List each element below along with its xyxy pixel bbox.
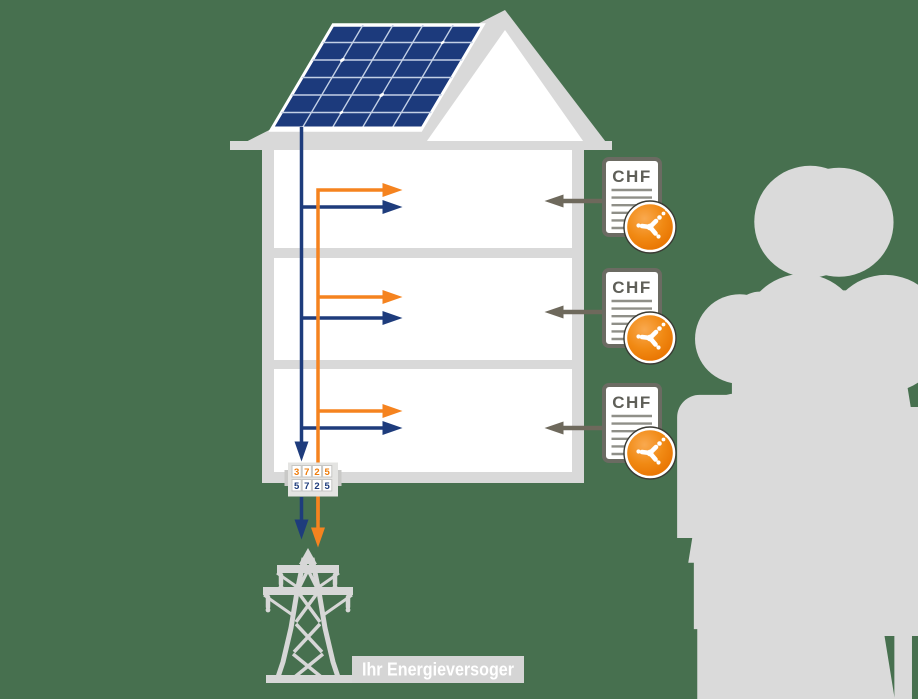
ground-line: [266, 675, 388, 683]
meter-tab-right: [336, 470, 342, 486]
invoice-currency-label: CHF: [612, 167, 651, 186]
house-interior: [274, 150, 572, 472]
production-digit: 2: [314, 467, 319, 478]
house-base: [262, 472, 584, 483]
energy-logo-badge: [623, 311, 677, 365]
invoice-chf-1: CHF: [602, 157, 677, 254]
electricity-meter: 3 7 2 5 5 7 2 5: [284, 462, 342, 497]
insulator-tips: [265, 584, 351, 613]
billing-arrows: [544, 194, 603, 435]
floor-separator-1: [274, 248, 572, 258]
grid-supply-lines: [316, 183, 403, 520]
invoice-chf-2: CHF: [602, 268, 677, 365]
molecule-dots: [636, 208, 668, 239]
house: [230, 10, 918, 699]
consumption-digit: 2: [314, 481, 319, 492]
solar-production-lines: [294, 127, 403, 462]
pylon-lattice: [263, 557, 353, 682]
production-digit: 7: [304, 467, 309, 478]
upper-crossarm: [277, 565, 339, 573]
consumption-digit: 5: [294, 481, 300, 492]
molecule-dots: [636, 434, 668, 465]
energy-logo-badge: [623, 200, 677, 254]
meter-to-grid-arrows: [294, 497, 325, 548]
provider-label-background: [352, 656, 524, 683]
energy-flow-lines: [294, 127, 403, 520]
lower-crossarm: [263, 587, 353, 595]
power-pylon-icon: [263, 548, 388, 683]
consumption-digit: 7: [304, 481, 309, 492]
meter-consumption-register: 5 7 2 5: [291, 479, 333, 492]
solar-panel-icon: [268, 23, 486, 132]
production-digit: 5: [325, 467, 331, 478]
panel-sparkles: [339, 40, 445, 115]
floor-separator-2: [274, 360, 572, 369]
attic-interior: [422, 30, 588, 148]
invoices: CHF CHF: [544, 157, 677, 480]
consumption-digit: 5: [325, 481, 331, 492]
right-wall: [572, 150, 584, 483]
meter-production-register: 3 7 2 5: [291, 465, 333, 478]
insulators: [265, 572, 351, 610]
left-wall: [262, 150, 274, 483]
invoice-currency-label: CHF: [612, 393, 651, 412]
invoice-chf-3: CHF: [602, 383, 677, 480]
molecule-dots: [636, 319, 668, 350]
meter-tab-left: [284, 470, 290, 486]
provider-label-text: Ihr Energieversoger: [362, 660, 514, 680]
production-digit: 3: [294, 467, 299, 478]
invoice-currency-label: CHF: [612, 278, 651, 297]
eave-strip: [230, 141, 612, 150]
provider-label: Ihr Energieversoger: [352, 656, 524, 683]
energy-logo-badge: [623, 426, 677, 480]
